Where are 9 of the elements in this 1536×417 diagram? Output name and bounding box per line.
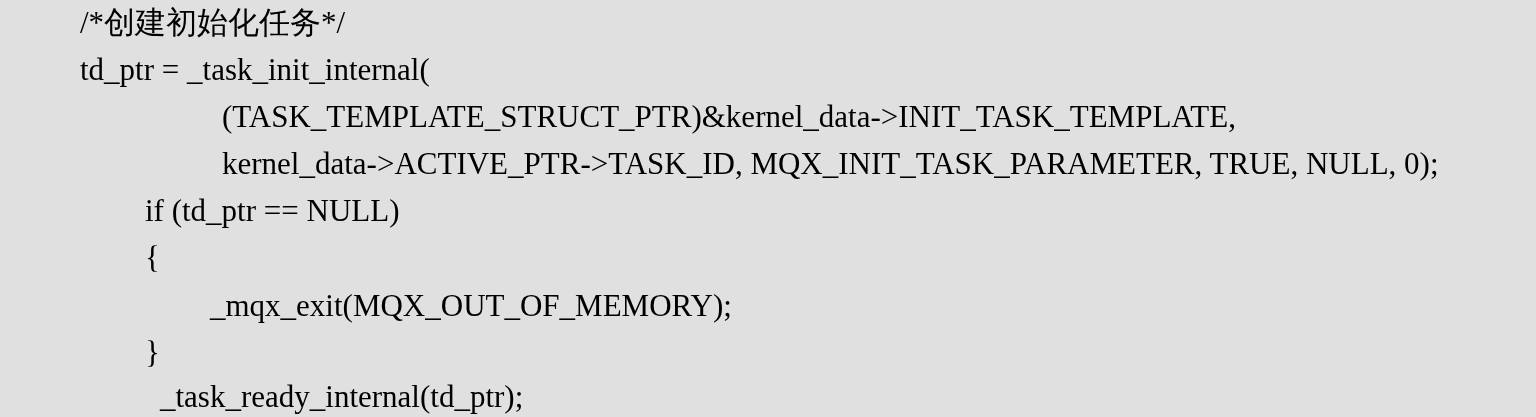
code-line: { — [145, 241, 160, 275]
code-line: _task_ready_internal(td_ptr); — [160, 380, 524, 414]
code-line: _mqx_exit(MQX_OUT_OF_MEMORY); — [210, 289, 732, 323]
code-line: kernel_data->ACTIVE_PTR->TASK_ID, MQX_INIT_TASK_PARAMETER, TRUE, NULL, 0); — [222, 147, 1439, 181]
code-line: } — [145, 336, 160, 370]
code-line: if (td_ptr == NULL) — [145, 194, 400, 228]
code-line: td_ptr = _task_init_internal( — [80, 53, 430, 87]
code-line: (TASK_TEMPLATE_STRUCT_PTR)&kernel_data->INIT_TASK_TEMPLATE, — [222, 100, 1236, 134]
code-line: /*创建初始化任务*/ — [80, 6, 346, 40]
